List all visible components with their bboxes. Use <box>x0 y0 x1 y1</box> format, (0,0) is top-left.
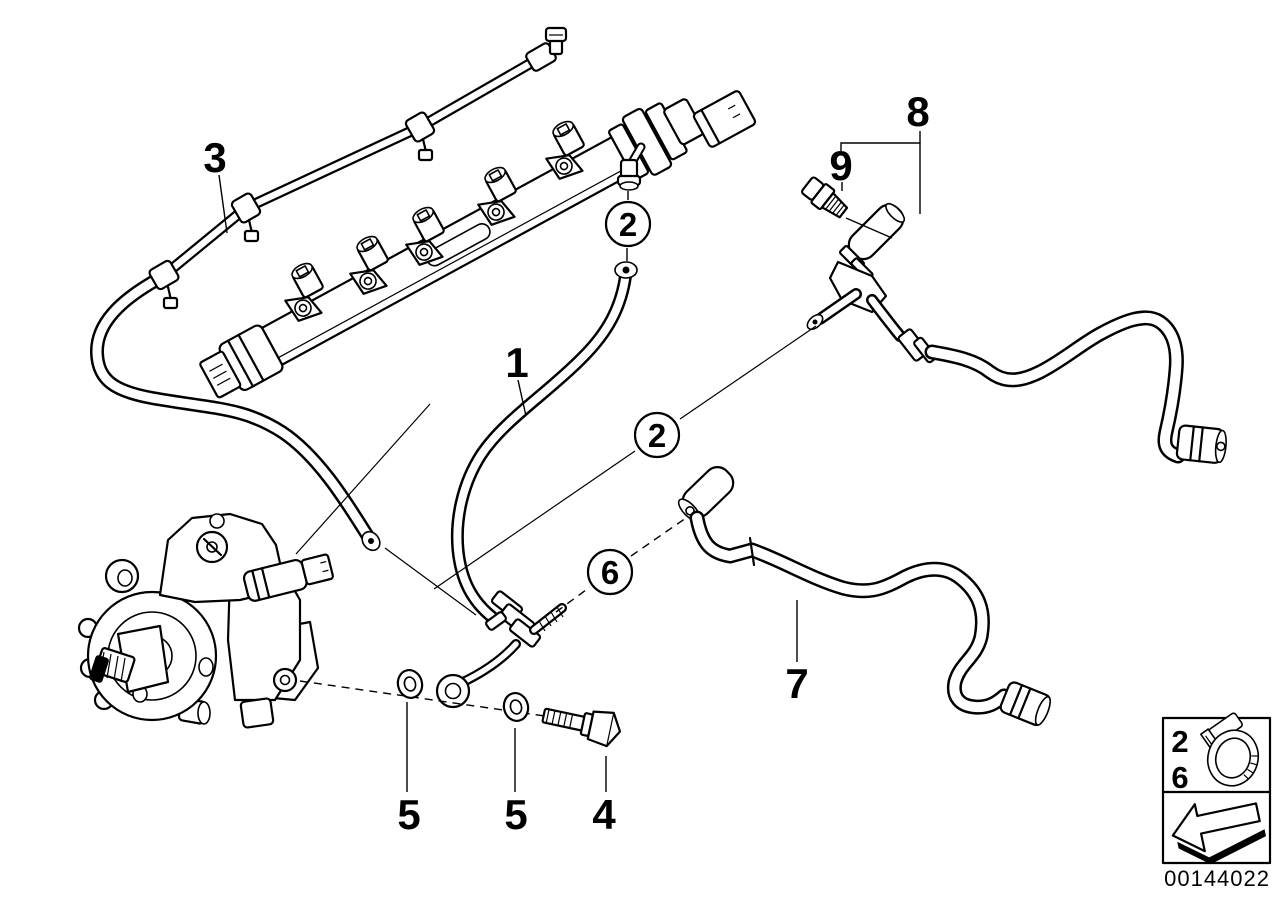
rail-pressure-sensor <box>608 90 757 181</box>
fuel-hose-part7 <box>677 466 1051 727</box>
seal-washer-part5 <box>396 669 424 699</box>
pump-bottom-stub <box>177 697 275 729</box>
seal-washer-part5 <box>502 692 530 722</box>
hose7-connector <box>677 466 735 522</box>
callout-2-circle-mid[interactable]: 2 <box>633 411 681 459</box>
banjo-bolt-part4 <box>541 707 622 748</box>
pump-outlet-port <box>272 667 298 693</box>
screw-plug-part9 <box>801 176 849 219</box>
hose-clamp-icon <box>1200 712 1260 787</box>
pump-drive-shaft <box>89 624 170 694</box>
hose-open-end <box>361 530 381 552</box>
callout-8[interactable]: 8 <box>906 88 929 135</box>
callouts: 3 1 8 9 7 5 5 4 2 2 6 <box>203 88 929 838</box>
legend-row1-label: 2 <box>1171 724 1188 759</box>
pipe3-tee-fitting <box>230 192 262 243</box>
direction-arrow-icon <box>1171 802 1267 865</box>
hose7-end-connector <box>999 681 1051 727</box>
legend: 2 6 <box>1161 712 1272 865</box>
callout-9[interactable]: 9 <box>829 142 852 189</box>
diagram-number: 00144022 <box>1164 866 1270 891</box>
high-pressure-pump <box>77 512 334 729</box>
callout-5a[interactable]: 5 <box>397 791 420 838</box>
callout-5b[interactable]: 5 <box>504 791 527 838</box>
hose8-end-connector <box>1175 424 1227 464</box>
legend-row2-label: 6 <box>1171 760 1188 795</box>
sensor-connector <box>692 90 757 148</box>
svg-text:6: 6 <box>601 554 619 591</box>
svg-text:2: 2 <box>619 206 637 243</box>
thread-marks <box>538 606 564 632</box>
callout-1[interactable]: 1 <box>505 339 528 386</box>
fuel-line-part8 <box>806 202 1227 464</box>
tpiece-open-end <box>806 313 824 331</box>
banjo-eye <box>435 673 471 709</box>
callout-4[interactable]: 4 <box>592 791 616 838</box>
rail-injector-ports <box>284 120 585 322</box>
pipe1-open-end <box>614 261 638 279</box>
pipe1-pump-fitting <box>435 590 567 709</box>
vent-pipe-part1 <box>435 261 638 709</box>
callout-6-circle[interactable]: 6 <box>586 548 634 596</box>
pipe3-elbow-fitting <box>148 259 180 310</box>
svg-text:2: 2 <box>648 417 666 454</box>
callout-2-circle-top[interactable]: 2 <box>604 200 652 248</box>
pipe3-end-fitting <box>525 26 568 72</box>
pump-metering-valve <box>242 553 334 602</box>
leader-lines <box>218 131 921 792</box>
leak-off-pipe-part3 <box>90 26 568 552</box>
rail-return-nipple <box>616 142 646 191</box>
callout-7[interactable]: 7 <box>785 660 808 707</box>
callout-3[interactable]: 3 <box>203 134 226 181</box>
pipe3-tee-fitting <box>404 111 436 162</box>
rail-pressure-regulator <box>199 324 284 399</box>
fuel-rail <box>199 90 757 399</box>
